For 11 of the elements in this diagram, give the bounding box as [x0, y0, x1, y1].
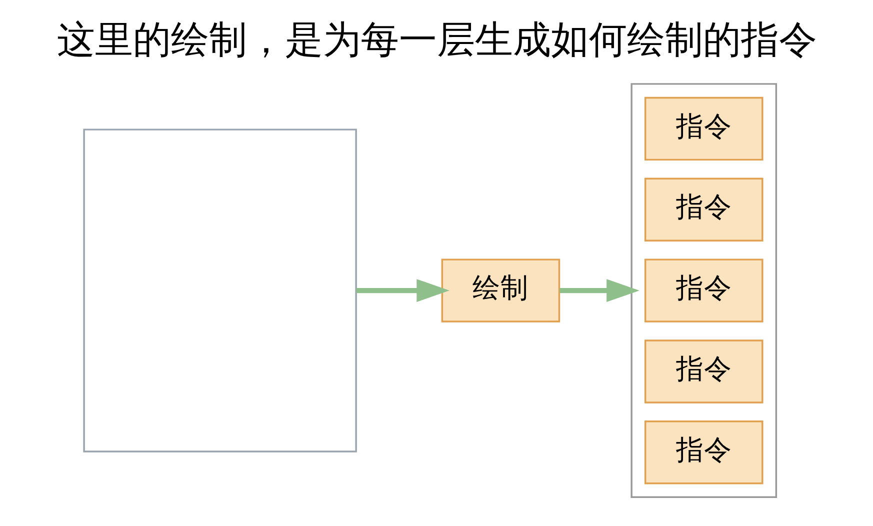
cluster: [630, 83, 777, 498]
node-box: 指令: [644, 420, 763, 484]
arrow: [559, 279, 639, 302]
node-box: 指令: [644, 258, 763, 322]
node-box: 绘制: [440, 258, 560, 322]
arrow: [356, 279, 449, 302]
node-box: 指令: [644, 96, 763, 161]
diagram-title: 这里的绘制，是为每一层生成如何绘制的指令: [56, 17, 816, 62]
node-box: 指令: [644, 340, 763, 404]
node-box: 指令: [644, 178, 763, 242]
node-box: [82, 128, 356, 452]
